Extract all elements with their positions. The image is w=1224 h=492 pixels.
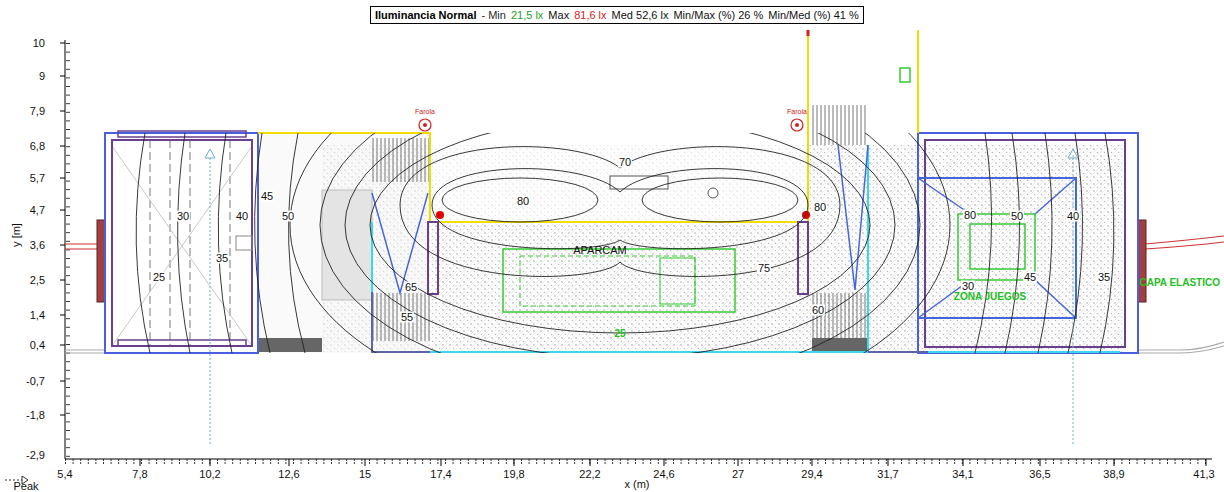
axis-title: x (m) xyxy=(624,479,649,490)
axis-tick: 41,3 xyxy=(1193,469,1214,480)
axis-tick: 5,4 xyxy=(57,469,72,480)
axis-tick: 27 xyxy=(732,469,744,480)
axis-tick: APARCAM xyxy=(573,245,627,256)
axis-tick: -1,8 xyxy=(26,410,45,421)
isolux-value: 80 xyxy=(516,196,530,207)
isolux-value: 30 xyxy=(961,281,975,292)
axis-tick: 22,2 xyxy=(579,469,600,480)
isolux-value: 80 xyxy=(813,202,827,213)
axis-tick: 34,1 xyxy=(952,469,973,480)
isolux-value: 70 xyxy=(618,157,632,168)
isolux-value: 80 xyxy=(963,210,977,221)
isolux-value: 25 xyxy=(152,272,166,283)
isolux-value: 35 xyxy=(215,253,229,264)
axis-tick: 0,4 xyxy=(30,340,45,351)
isolux-value: 30 xyxy=(176,211,190,222)
stat-value: Min/Med (%) 41 % xyxy=(768,8,858,22)
isolux-value: 35 xyxy=(1097,272,1111,283)
isolux-value: 50 xyxy=(1010,211,1024,222)
stat-value: 21,5 lx xyxy=(511,8,543,22)
stat-value: Med 52,6 lx xyxy=(612,8,669,22)
axis-tick: 2,5 xyxy=(30,275,45,286)
axis-tick: -2,9 xyxy=(26,450,45,461)
isolux-value: 45 xyxy=(260,191,274,202)
lamp-label: Farola xyxy=(415,108,435,115)
isolux-value: 75 xyxy=(757,263,771,274)
isolux-value: 65 xyxy=(404,282,418,293)
stat-value: Min/Max (%) 26 % xyxy=(673,8,763,22)
zone-label: 25 xyxy=(614,329,625,339)
axis-tick: 1,4 xyxy=(30,310,45,321)
axis-tick: 15 xyxy=(359,469,371,480)
axis-tick: 36,5 xyxy=(1029,469,1050,480)
isolux-value: 50 xyxy=(281,211,295,222)
axis-tick: 19,8 xyxy=(503,469,524,480)
axis-tick: 7,8 xyxy=(132,469,147,480)
zone-label: CAPA ELASTICO xyxy=(1139,278,1220,288)
axis-tick: 24,6 xyxy=(653,469,674,480)
axis-tick: 6,8 xyxy=(30,141,45,152)
isolux-value: 40 xyxy=(1066,211,1080,222)
axis-tick: 38,9 xyxy=(1103,469,1124,480)
axis-title: y [m] xyxy=(11,223,22,247)
isolux-value: 60 xyxy=(811,305,825,316)
axis-tick: 3,6 xyxy=(30,240,45,251)
zone-label: ZONA JUEGOS xyxy=(954,292,1026,302)
isolux-value: 55 xyxy=(400,312,414,323)
isolux-value: 45 xyxy=(1023,272,1037,283)
lamp-label: Farola xyxy=(787,108,807,115)
axis-tick: 4,7 xyxy=(30,205,45,216)
axis-tick: 29,4 xyxy=(801,469,822,480)
stat-value: Max xyxy=(548,8,569,22)
axis-tick: 12,6 xyxy=(278,469,299,480)
axis-tick: -0,7 xyxy=(26,376,45,387)
axis-tick: Peak xyxy=(13,481,38,492)
stat-value: 81,6 lx xyxy=(574,8,606,22)
axis-tick: 31,7 xyxy=(877,469,898,480)
stats-header: Iluminancia Normal - Min 21,5 lx Max 81,6 lx… xyxy=(370,6,864,24)
axis-tick: 9 xyxy=(39,71,45,82)
axis-tick: 7,9 xyxy=(30,106,45,117)
axis-tick: 17,4 xyxy=(430,469,451,480)
axis-tick: 10 xyxy=(33,38,45,49)
isolux-value: 40 xyxy=(235,211,249,222)
chart-title: Iluminancia Normal xyxy=(375,8,476,22)
stat-value: - Min xyxy=(481,8,505,22)
axis-tick: 5,7 xyxy=(30,173,45,184)
axis-tick: 10,2 xyxy=(199,469,220,480)
